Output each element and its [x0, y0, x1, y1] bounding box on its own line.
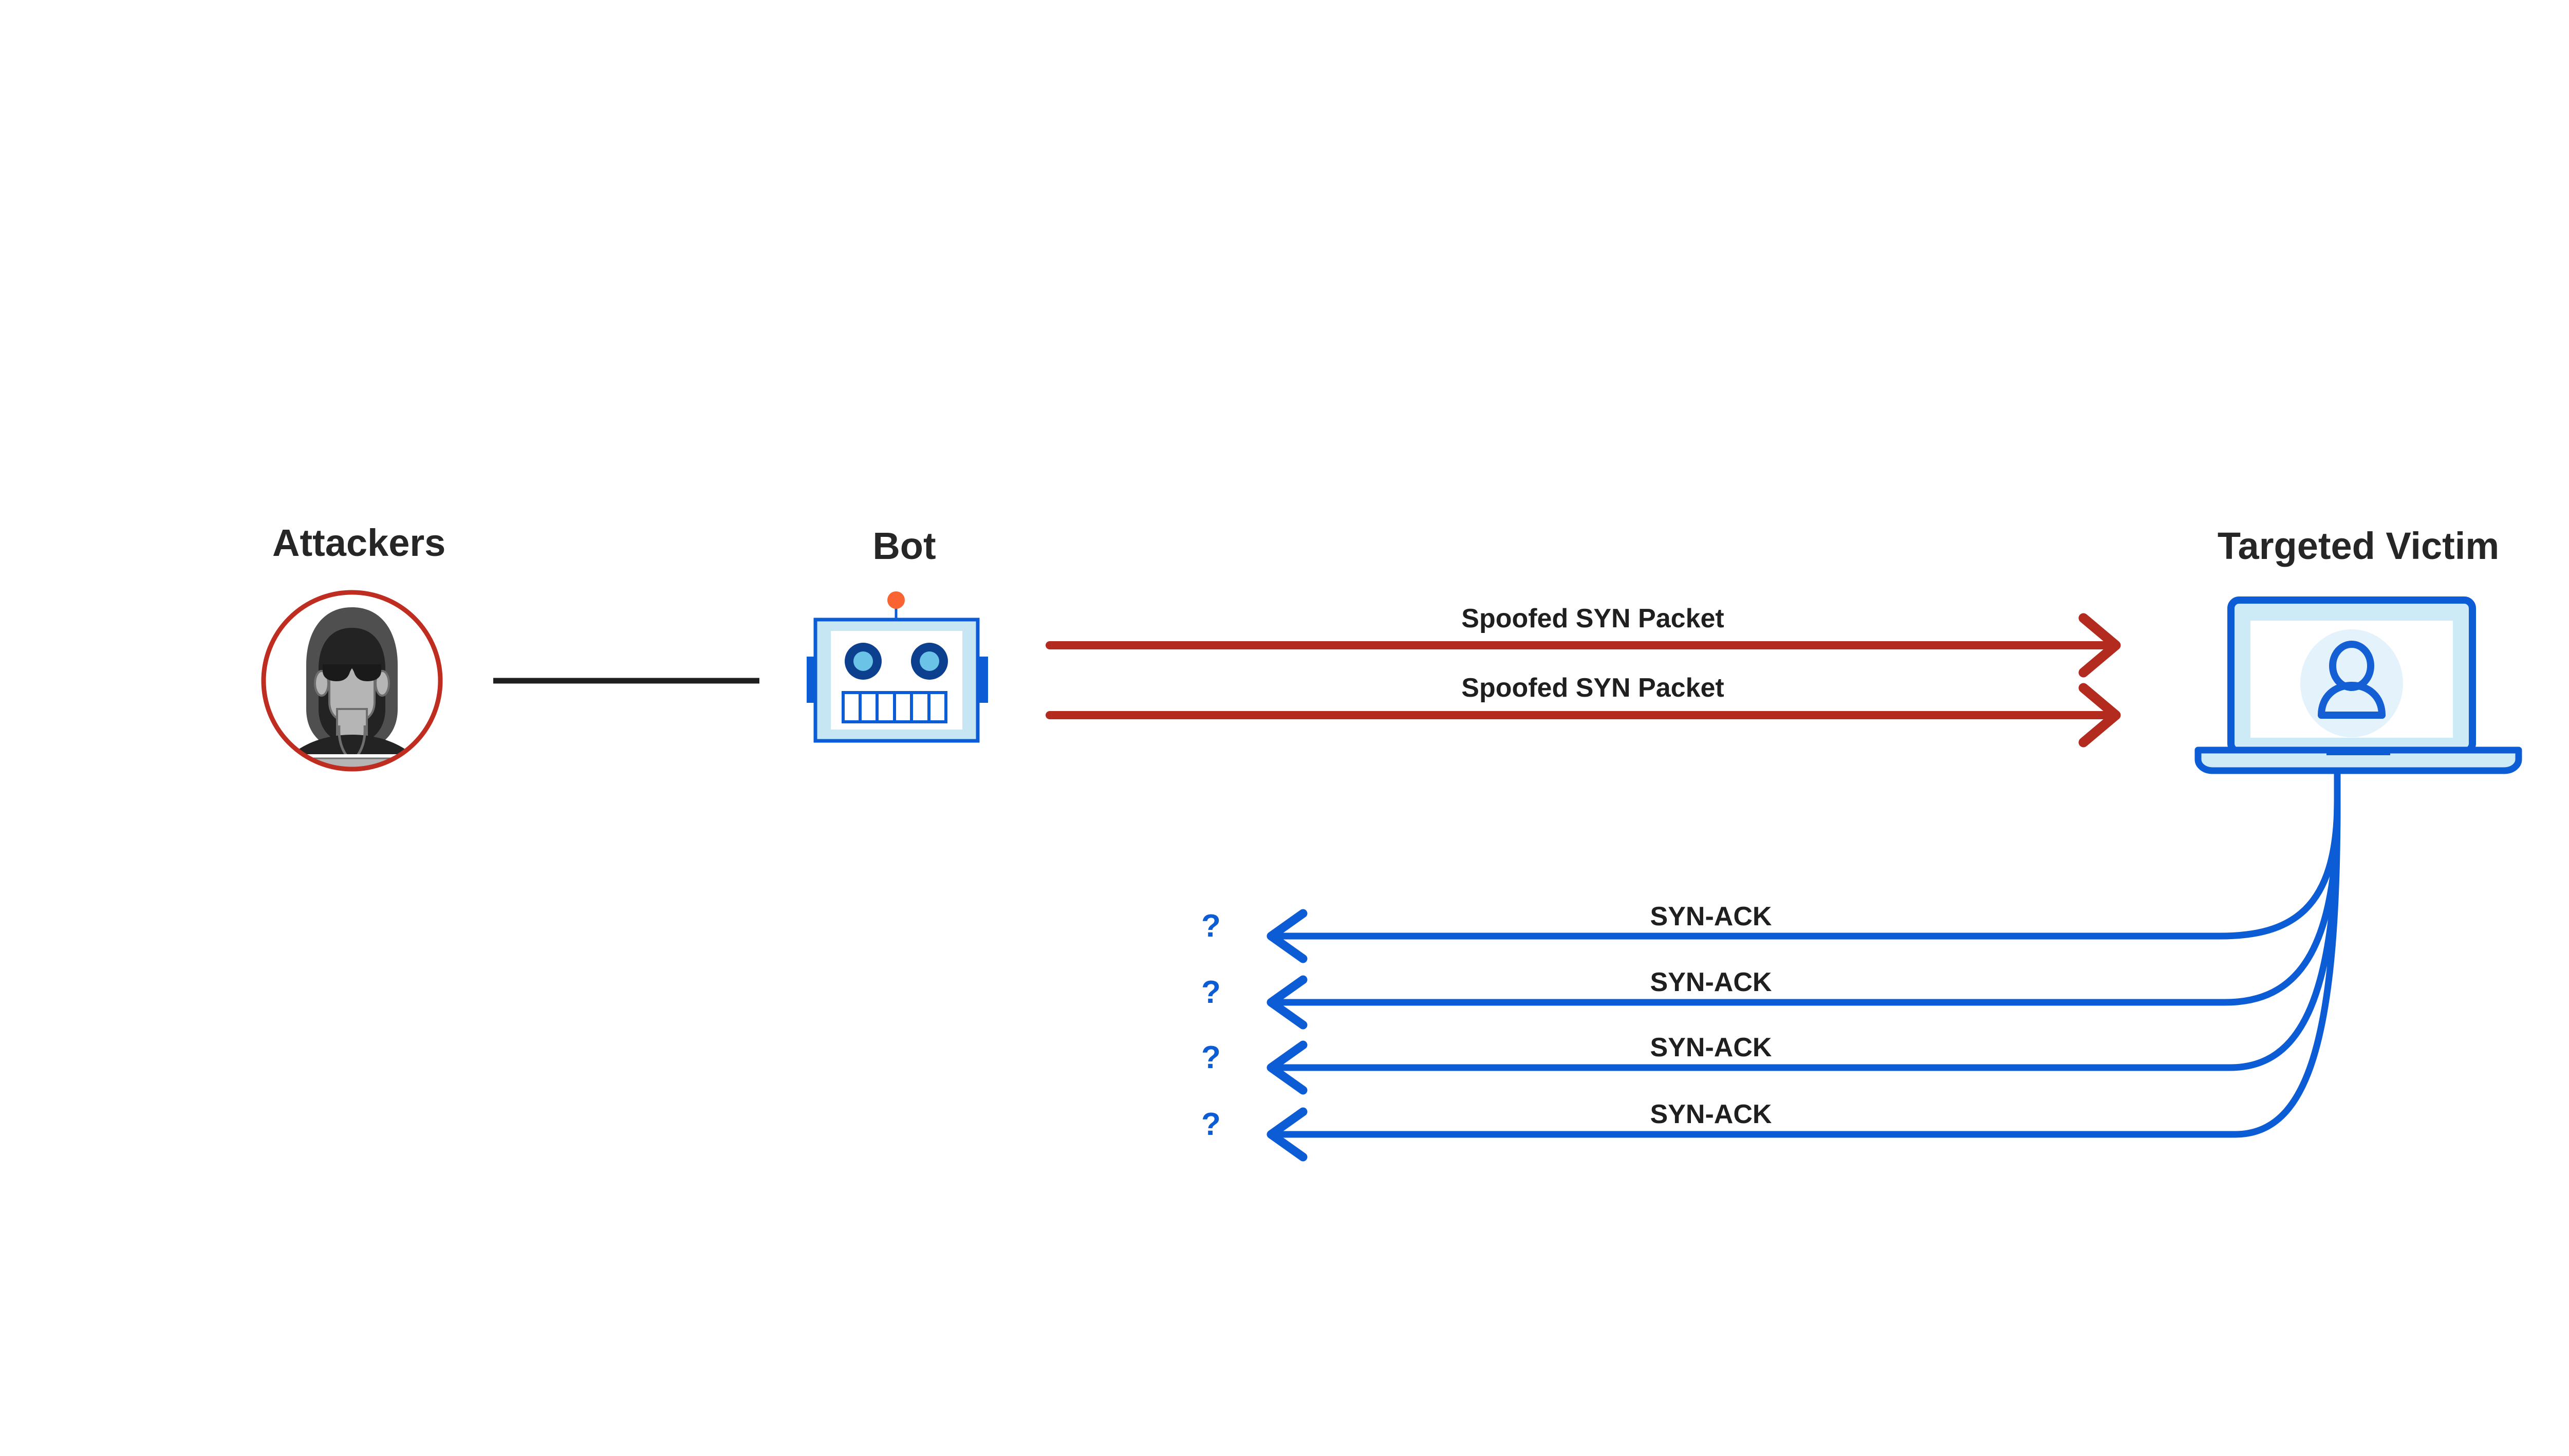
antenna-bulb [887, 591, 905, 609]
spoofed-syn-label-2: Spoofed SYN Packet [1461, 673, 1724, 703]
spoofed-syn-label-1: Spoofed SYN Packet [1461, 604, 1724, 633]
spoofed-syn-arrow-2 [1046, 683, 2121, 748]
unknown-destination-marker-2: ? [1201, 975, 1221, 1010]
syn-ack-arrow-1 [1267, 798, 2341, 963]
bot-node[interactable] [807, 591, 1012, 760]
spoofed-syn-arrow-1 [1046, 613, 2121, 678]
node-label-attackers: Attackers [272, 521, 446, 564]
unknown-destination-marker-4: ? [1201, 1107, 1221, 1142]
unknown-destination-marker-3: ? [1201, 1040, 1221, 1075]
hooded-attacker-icon [261, 590, 443, 772]
attackers-node[interactable] [257, 581, 447, 781]
syn-ack-label-4: SYN-ACK [1650, 1099, 1772, 1129]
unknown-destination-marker-1: ? [1201, 908, 1221, 944]
victim-node[interactable] [2194, 596, 2523, 781]
syn-ack-arrow-4 [1267, 798, 2341, 1162]
syn-ack-label-3: SYN-ACK [1650, 1033, 1772, 1062]
syn-ack-label-1: SYN-ACK [1650, 902, 1772, 931]
laptop-user-icon [2194, 596, 2522, 774]
syn-ack-label-2: SYN-ACK [1650, 967, 1772, 997]
node-label-bot: Bot [872, 525, 936, 567]
node-label-victim: Targeted Victim [2217, 525, 2500, 567]
robot-icon [807, 591, 988, 743]
